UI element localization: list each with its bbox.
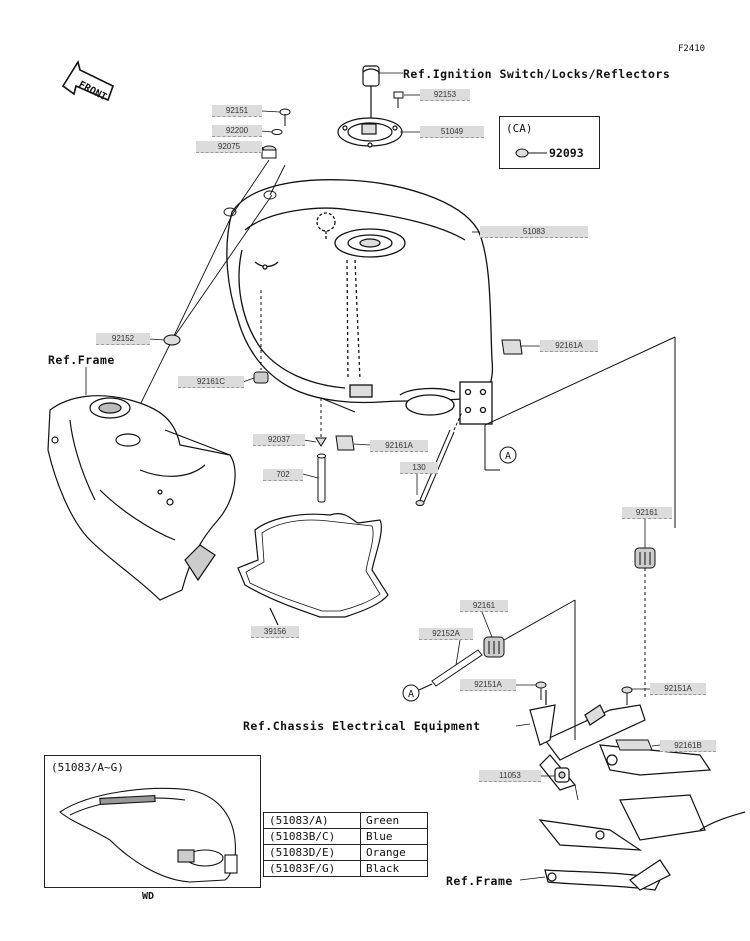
- ref-chassis-electrical: Ref.Chassis Electrical Equipment: [243, 719, 481, 733]
- grommet-92152-icon: [163, 334, 181, 346]
- washer-92200-icon: [271, 129, 283, 135]
- part-label-39156[interactable]: 39156: [251, 626, 299, 638]
- damper-92161-right-icon: [634, 547, 656, 700]
- bolt-130-icon: [415, 411, 463, 506]
- front-arrow-icon: FRONT: [61, 59, 114, 103]
- pin-92152A-icon: [431, 649, 483, 687]
- table-row: (51083D/E) Orange: [263, 844, 428, 861]
- part-label-92152A[interactable]: 92152A: [419, 628, 473, 640]
- part-label-92151A-left[interactable]: 92151A: [460, 679, 516, 691]
- variant-code: (51083F/G): [263, 860, 361, 877]
- callout-a-tank: A: [484, 336, 676, 528]
- variant-color: Black: [360, 860, 428, 877]
- frame-right-icon: [538, 744, 746, 891]
- ref-frame-top: Ref.Frame: [48, 353, 115, 367]
- bolt-92151A-left-icon: [535, 681, 547, 700]
- part-label-92152[interactable]: 92152: [96, 333, 150, 345]
- damper-92075-icon: [261, 145, 277, 159]
- label-leader-lines: [85, 72, 661, 881]
- variant-code: (51083D/E): [263, 844, 361, 861]
- clip-92037-icon: [315, 397, 356, 447]
- ca-title: (CA): [506, 122, 533, 135]
- bolt-92151A-right-icon: [621, 686, 633, 705]
- variant-color: Green: [360, 812, 428, 829]
- pad-92161B-icon: [615, 739, 653, 751]
- part-label-702[interactable]: 702: [263, 469, 303, 481]
- part-label-92161A-right[interactable]: 92161A: [540, 340, 598, 352]
- pad-92161A-center-icon: [335, 435, 355, 451]
- part-label-51049[interactable]: 51049: [420, 126, 484, 138]
- mat-39156-icon: [237, 513, 389, 626]
- bracket-11053-icon: [529, 690, 646, 791]
- part-label-92151[interactable]: 92151: [212, 105, 262, 117]
- wd-box: (51083/A~G): [44, 755, 261, 888]
- damper-92161-mid-icon: [483, 636, 505, 658]
- pad-92161A-right-icon: [501, 339, 523, 355]
- table-row: (51083/A) Green: [263, 812, 428, 829]
- wd-tank-icon: [59, 787, 238, 883]
- table-row: (51083B/C) Blue: [263, 828, 428, 845]
- nut-92093-icon: [515, 148, 547, 158]
- pin-702-icon: [317, 453, 326, 503]
- variant-color: Blue: [360, 828, 428, 845]
- frame-left-icon: [47, 395, 236, 601]
- part-label-51083[interactable]: 51083: [480, 226, 588, 238]
- wd-label: WD: [142, 891, 155, 902]
- part-label-92037[interactable]: 92037: [253, 434, 305, 446]
- part-label-92161A-center[interactable]: 92161A: [370, 440, 428, 452]
- ca-part-number[interactable]: 92093: [549, 146, 584, 160]
- part-label-11053[interactable]: 11053: [479, 770, 541, 782]
- mount-leader-lines: [139, 159, 286, 406]
- part-label-92161-right[interactable]: 92161: [622, 507, 672, 519]
- bolt-92153-icon: [393, 91, 404, 108]
- part-label-92161-mid[interactable]: 92161: [460, 600, 508, 612]
- fuel-cap-icon: [337, 65, 403, 148]
- fuel-tank-icon: [226, 179, 494, 425]
- part-label-92200[interactable]: 92200: [212, 125, 262, 137]
- ref-ignition-switch: Ref.Ignition Switch/Locks/Reflectors: [403, 67, 671, 81]
- figure-code: F2410: [678, 44, 706, 54]
- wd-title: (51083/A~G): [51, 761, 124, 774]
- part-label-130[interactable]: 130: [400, 462, 438, 474]
- table-row: (51083F/G) Black: [263, 860, 428, 877]
- part-label-92161B[interactable]: 92161B: [660, 740, 716, 752]
- variant-code: (51083/A): [263, 812, 361, 829]
- part-label-92151A-right[interactable]: 92151A: [650, 683, 706, 695]
- part-label-92161C[interactable]: 92161C: [178, 376, 244, 388]
- callout-a-text-2: A: [408, 689, 414, 700]
- callout-a-bracket: A: [402, 599, 576, 740]
- bolt-92151-icon: [279, 108, 291, 126]
- variant-color: Orange: [360, 844, 428, 861]
- variant-code: (51083B/C): [263, 828, 361, 845]
- part-label-92075[interactable]: 92075: [196, 141, 262, 153]
- callout-a-text-1: A: [505, 451, 511, 462]
- ca-box: (CA) 92093: [499, 116, 600, 169]
- color-variant-table: (51083/A) Green (51083B/C) Blue (51083D/…: [263, 812, 428, 877]
- part-label-92153[interactable]: 92153: [420, 89, 470, 101]
- ref-frame-bottom: Ref.Frame: [446, 874, 513, 888]
- damper-92161C-icon: [253, 290, 269, 384]
